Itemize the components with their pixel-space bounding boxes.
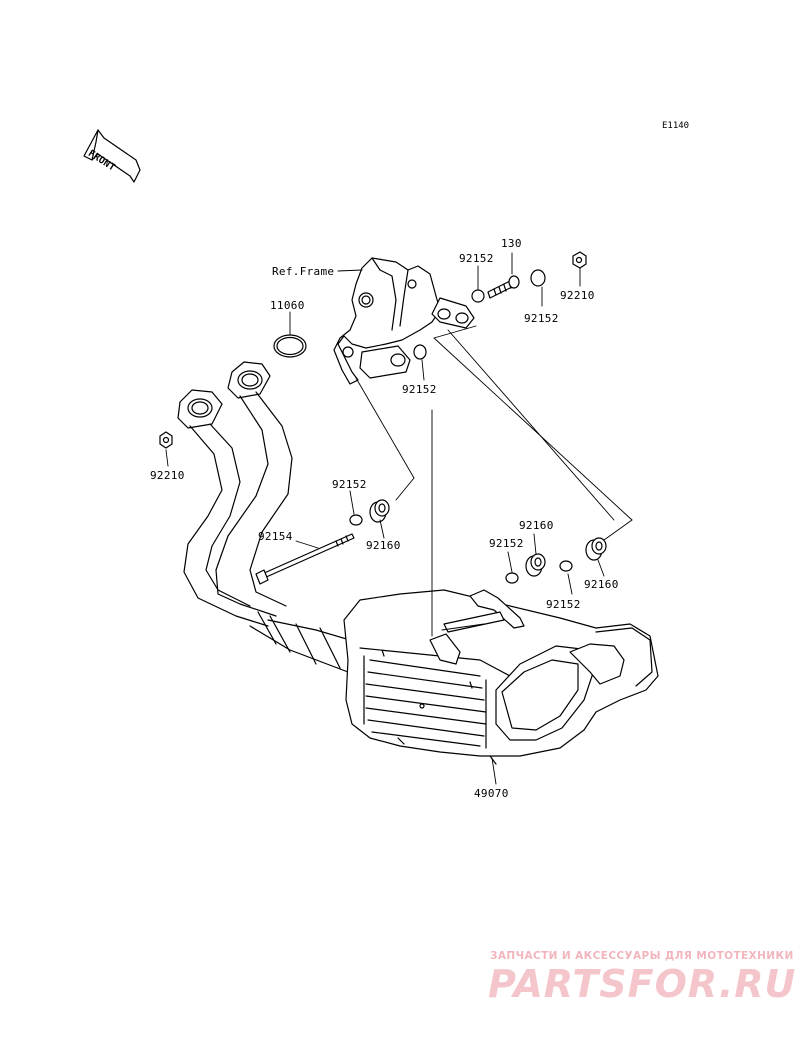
header-pipes bbox=[183, 391, 351, 673]
part-label-92152-right-a[interactable]: 92152 bbox=[489, 537, 524, 550]
part-label-92210-top[interactable]: 92210 bbox=[560, 289, 595, 302]
frame-bracket bbox=[333, 257, 475, 385]
part-label-92160-left[interactable]: 92160 bbox=[366, 539, 401, 552]
exhaust-flanges bbox=[159, 361, 271, 449]
hardware-top bbox=[413, 251, 587, 360]
o-ring-11060 bbox=[273, 334, 307, 358]
part-label-130[interactable]: 130 bbox=[501, 237, 522, 250]
ref-frame-label: Ref.Frame bbox=[272, 265, 335, 278]
leader-lines bbox=[165, 252, 633, 785]
watermark-brand: PARTSFOR.RU bbox=[488, 962, 797, 1006]
muffler-49070 bbox=[343, 589, 659, 765]
part-label-92152-mid[interactable]: 92152 bbox=[332, 478, 367, 491]
watermark-subtitle: ЗАПЧАСТИ И АКСЕССУАРЫ ДЛЯ МОТОТЕХНИКИ bbox=[490, 950, 794, 962]
part-label-92152-right[interactable]: 92152 bbox=[524, 312, 559, 325]
part-label-92152-right-b[interactable]: 92152 bbox=[546, 598, 581, 611]
hardware-mid-right bbox=[505, 537, 607, 584]
part-label-49070[interactable]: 49070 bbox=[474, 787, 509, 800]
part-label-92154[interactable]: 92154 bbox=[258, 530, 293, 543]
hardware-mid-left bbox=[349, 499, 390, 526]
part-label-92152-top[interactable]: 92152 bbox=[459, 252, 494, 265]
diagram-code: E1140 bbox=[662, 121, 690, 131]
long-bolt-92154 bbox=[255, 533, 355, 585]
part-label-92152-bracket[interactable]: 92152 bbox=[402, 383, 437, 396]
part-label-11060[interactable]: 11060 bbox=[270, 299, 305, 312]
part-label-92160-right-b[interactable]: 92160 bbox=[584, 578, 619, 591]
part-label-92160-right-a[interactable]: 92160 bbox=[519, 519, 554, 532]
part-label-92210-left[interactable]: 92210 bbox=[150, 469, 185, 482]
front-arrow-icon bbox=[83, 129, 141, 183]
